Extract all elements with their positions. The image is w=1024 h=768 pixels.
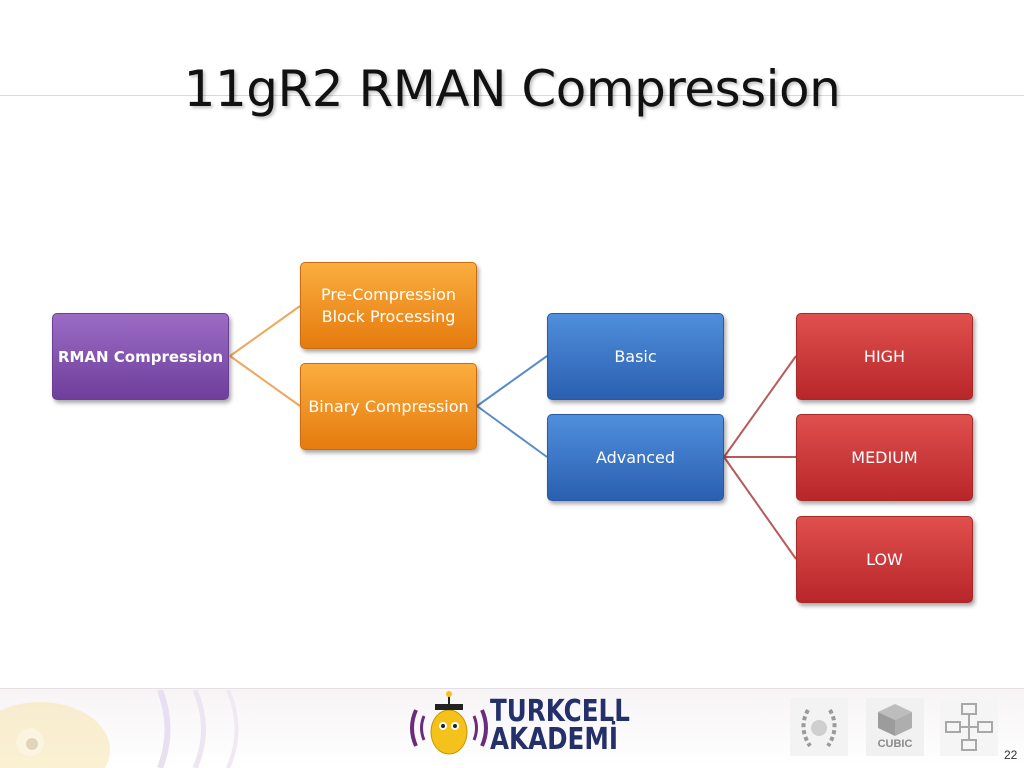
cube-icon (878, 704, 912, 736)
turkcell-mascot-icon (410, 691, 488, 755)
node-advanced: Advanced (547, 414, 724, 501)
connector-advanced-to-low (723, 456, 797, 560)
cubic-logo: CUBIC (866, 698, 924, 756)
node-low: LOW (796, 516, 973, 603)
turkcell-akademi-logo: TURKCELL AKADEMİ (490, 694, 630, 757)
connector-advanced-to-high (723, 355, 797, 458)
connector-binary-to-advanced (476, 405, 548, 458)
node-medium: MEDIUM (796, 414, 973, 501)
node-pre-compression: Pre-Compression Block Processing (300, 262, 477, 349)
network-grid-icon (940, 698, 998, 756)
node-basic: Basic (547, 313, 724, 400)
connector-binary-to-basic (476, 355, 548, 407)
page-number: 22 (1004, 748, 1018, 762)
connector-root-to-precompression (229, 305, 301, 357)
laurel-emblem-icon (790, 698, 848, 756)
footer-band (0, 688, 1024, 768)
title-rule (0, 95, 1024, 96)
connector-root-to-binary (229, 355, 301, 407)
node-high: HIGH (796, 313, 973, 400)
node-rman-compression: RMAN Compression (52, 313, 229, 400)
slide-title: 11gR2 RMAN Compression (183, 60, 841, 118)
mascot-decoration-icon (0, 690, 239, 768)
node-binary-compression: Binary Compression (300, 363, 477, 450)
